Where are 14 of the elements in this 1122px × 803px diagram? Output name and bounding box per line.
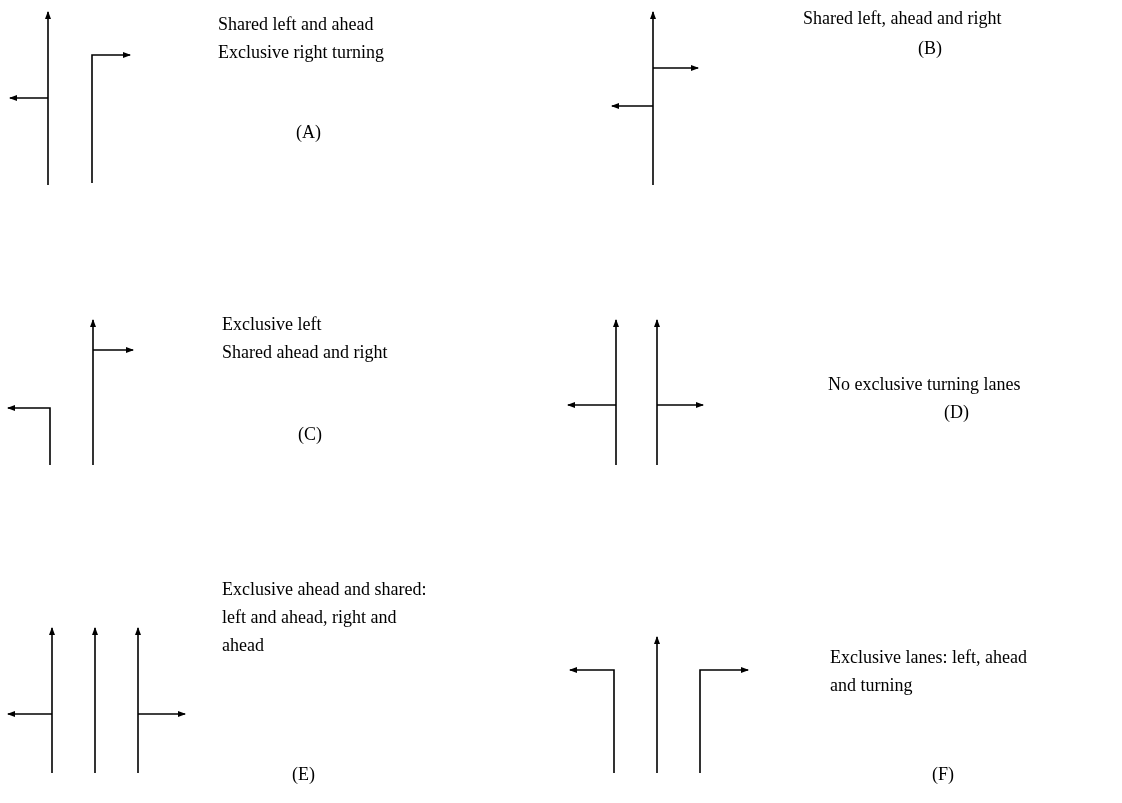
caption-text: Shared left and ahead [218,13,374,36]
caption-text: (A) [296,121,321,144]
caption-text: No exclusive turning lanes [828,373,1021,396]
caption-text: Shared left, ahead and right [803,7,1002,30]
caption-text: Exclusive right turning [218,41,384,64]
caption-text: (C) [298,423,322,446]
caption-text: Shared ahead and right [222,341,388,364]
caption-text: Exclusive ahead and shared: left and ahead, right and ahead [222,578,428,657]
caption-text: Exclusive lanes: left, ahead and turning [830,646,1028,697]
caption-text: Exclusive left [222,313,322,336]
caption-text: (E) [292,763,315,786]
caption-text: (B) [918,37,942,60]
caption-text: (D) [944,401,969,424]
caption-text: (F) [932,763,954,786]
